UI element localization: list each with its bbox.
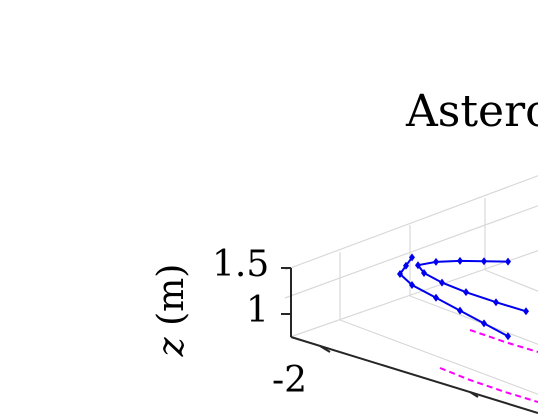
axes <box>281 267 538 414</box>
orbit-marker-1-2 <box>457 256 463 265</box>
orbit-marker-0-1 <box>403 261 409 270</box>
orbit-line-0 <box>398 256 509 338</box>
orbit-marker-0-6 <box>481 319 487 328</box>
orbit-marker-0-2 <box>397 270 403 278</box>
x-axis-line <box>290 336 538 414</box>
orbit-marker-0-3 <box>409 281 415 289</box>
series-layer <box>398 256 538 403</box>
back-wall-grid <box>284 175 538 320</box>
orbit-marker-1-8 <box>493 298 499 307</box>
orbit-line-1 <box>416 259 527 313</box>
x-tick-minus2 <box>319 345 331 353</box>
orbit-marker-1-0 <box>505 257 511 266</box>
z-tick-label-1-5: 1.5 <box>212 244 269 285</box>
x-tick-2 <box>469 391 479 398</box>
overlay-trajectory <box>439 329 538 403</box>
orbit-marker-0-7 <box>505 332 511 341</box>
z-axis-label-unit: (m) <box>151 264 192 326</box>
z-axis-label-var: z <box>151 336 192 357</box>
orbit-marker-0-4 <box>433 293 439 302</box>
marker-layer <box>397 253 529 341</box>
orbit-marker-1-9 <box>523 307 529 316</box>
orbit-marker-1-1 <box>481 257 487 266</box>
chart-title: Astero <box>405 86 538 137</box>
orbit-marker-1-4 <box>415 261 421 270</box>
orbit-marker-0-0 <box>409 253 415 262</box>
x-tick-label-minus2: -2 <box>272 360 307 401</box>
z-tick-label-1: 1 <box>246 290 269 331</box>
orbit-marker-1-7 <box>463 288 469 297</box>
orbit-marker-0-5 <box>457 306 463 315</box>
orbit-marker-1-3 <box>433 257 439 266</box>
orbit-marker-1-5 <box>421 269 427 277</box>
z-axis-label: z (m) <box>151 264 192 358</box>
z-axis-label-text: z (m) <box>151 264 192 358</box>
floor-grid <box>289 250 538 395</box>
orbit-marker-1-6 <box>439 278 445 287</box>
grid-lines <box>284 175 538 395</box>
